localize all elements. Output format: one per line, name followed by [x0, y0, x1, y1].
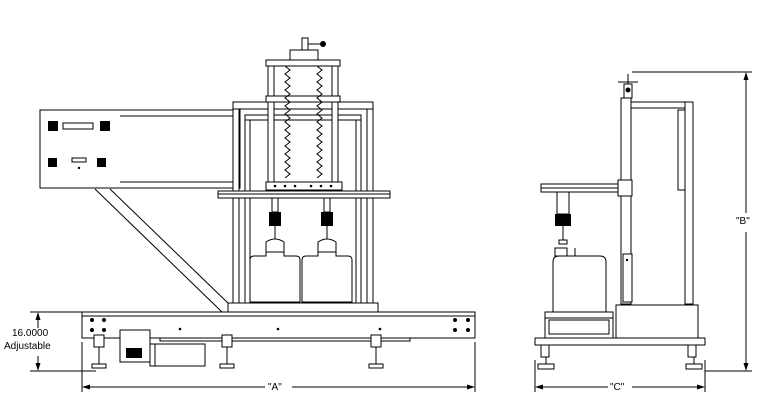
nozzle-crossbar [217, 181, 391, 199]
front-containers [249, 251, 353, 303]
side-nozzle-arm [540, 179, 633, 245]
dimension-b-label: "B" [736, 216, 750, 227]
front-leveling-feet [91, 334, 384, 369]
side-column [618, 74, 694, 305]
dimension-c [534, 360, 706, 392]
dimension-a-label: "A" [268, 382, 282, 393]
control-panel [39, 109, 241, 189]
dimension-b [632, 71, 752, 372]
height-dimension-note: Adjustable [4, 341, 51, 352]
dimension-c-label: "C" [610, 382, 625, 393]
side-base [534, 304, 706, 370]
height-dimension-value: 16.0000 [12, 328, 49, 339]
dimension-a [81, 342, 476, 392]
front-frame [227, 101, 379, 313]
fill-nozzles [265, 197, 337, 256]
support-strut [94, 188, 231, 313]
side-container [552, 247, 607, 313]
side-view [534, 74, 706, 370]
front-view [39, 37, 476, 369]
drive-motor [119, 329, 206, 367]
lift-tower [265, 37, 341, 183]
dimension-height [30, 311, 96, 372]
